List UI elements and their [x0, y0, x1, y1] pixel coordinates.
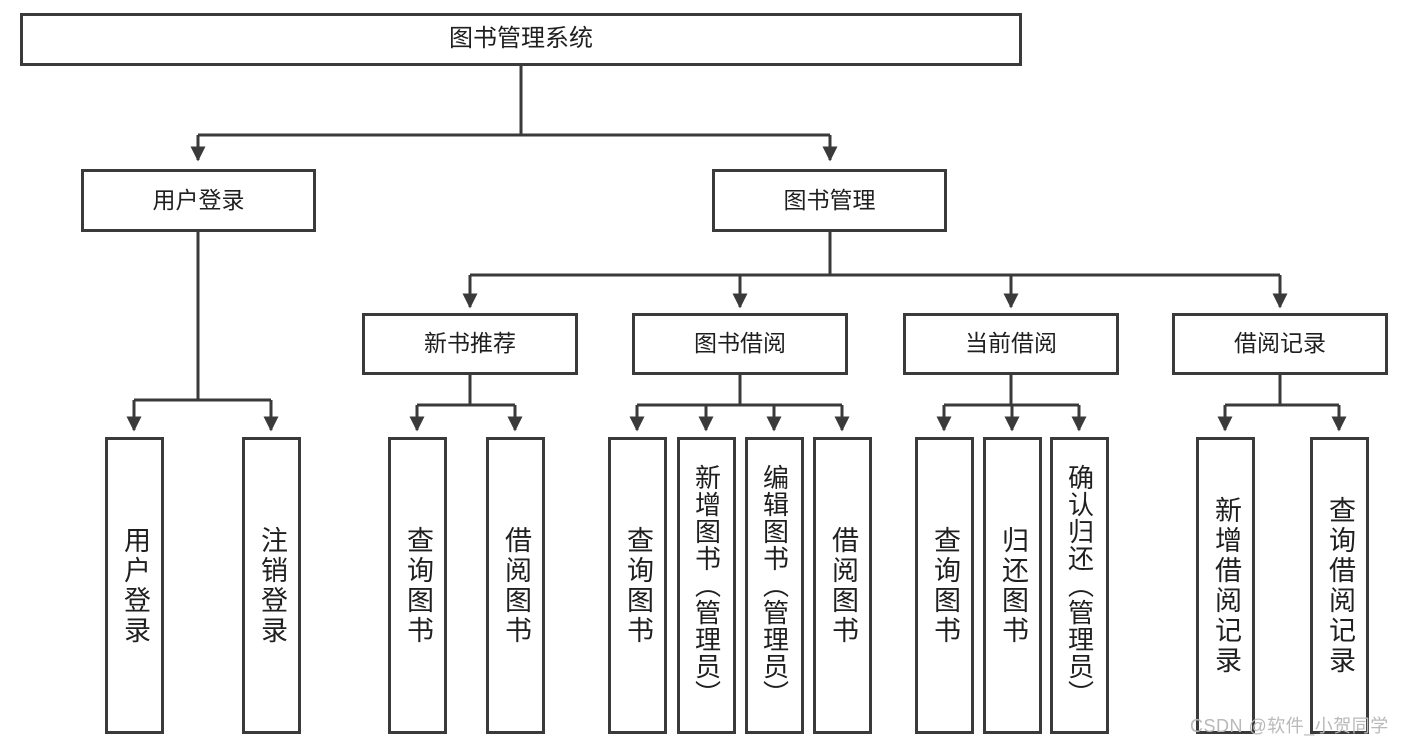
node-borrow-record[interactable]: 借阅记录 [1172, 313, 1388, 375]
leaf-query-borrow-record[interactable]: 查询借阅记录 [1310, 437, 1369, 734]
leaf-query-book-current-label: 查询图书 [930, 525, 960, 646]
leaf-add-book-admin-label: 新增图书（管理员） [691, 464, 722, 707]
leaf-query-book-recommend-label: 查询图书 [403, 525, 433, 646]
leaf-query-book-current[interactable]: 查询图书 [915, 437, 974, 734]
leaf-return-book-label: 归还图书 [998, 525, 1028, 646]
leaf-query-book-recommend[interactable]: 查询图书 [388, 437, 447, 734]
node-user-login-label: 用户登录 [152, 186, 245, 213]
node-new-book-recommend[interactable]: 新书推荐 [362, 313, 578, 375]
node-current-borrow-label: 当前借阅 [965, 330, 1057, 357]
node-book-borrow-label: 图书借阅 [694, 330, 786, 357]
node-root[interactable]: 图书管理系统 [20, 13, 1022, 66]
watermark: CSDN @软件_小贺同学 [1190, 716, 1389, 736]
leaf-borrow-book-recommend-label: 借阅图书 [501, 525, 531, 646]
leaf-confirm-return-admin[interactable]: 确认归还（管理员） [1050, 437, 1109, 734]
node-new-book-recommend-label: 新书推荐 [424, 330, 516, 357]
leaf-confirm-return-admin-label: 确认归还（管理员） [1064, 464, 1095, 707]
node-root-label: 图书管理系统 [449, 25, 593, 53]
leaf-logout[interactable]: 注销登录 [242, 437, 301, 734]
leaf-query-book-borrow-label: 查询图书 [623, 525, 653, 646]
leaf-borrow-book-recommend[interactable]: 借阅图书 [486, 437, 545, 734]
leaf-add-book-admin[interactable]: 新增图书（管理员） [677, 437, 736, 734]
node-book-borrow[interactable]: 图书借阅 [632, 313, 848, 375]
leaf-query-borrow-record-label: 查询借阅记录 [1325, 495, 1355, 676]
leaf-query-book-borrow[interactable]: 查询图书 [608, 437, 667, 734]
leaf-borrow-book[interactable]: 借阅图书 [813, 437, 872, 734]
node-borrow-record-label: 借阅记录 [1234, 330, 1326, 357]
leaf-borrow-book-label: 借阅图书 [828, 525, 858, 646]
leaf-logout-label: 注销登录 [257, 525, 287, 646]
node-book-management[interactable]: 图书管理 [712, 169, 947, 232]
leaf-return-book[interactable]: 归还图书 [983, 437, 1042, 734]
leaf-user-login[interactable]: 用户登录 [105, 437, 164, 734]
leaf-edit-book-admin-label: 编辑图书（管理员） [759, 464, 790, 707]
node-book-management-label: 图书管理 [783, 186, 876, 213]
node-current-borrow[interactable]: 当前借阅 [903, 313, 1119, 375]
leaf-add-borrow-record[interactable]: 新增借阅记录 [1196, 437, 1255, 734]
leaf-edit-book-admin[interactable]: 编辑图书（管理员） [745, 437, 804, 734]
node-user-login[interactable]: 用户登录 [81, 169, 316, 232]
leaf-add-borrow-record-label: 新增借阅记录 [1211, 495, 1241, 676]
leaf-user-login-label: 用户登录 [120, 525, 150, 646]
